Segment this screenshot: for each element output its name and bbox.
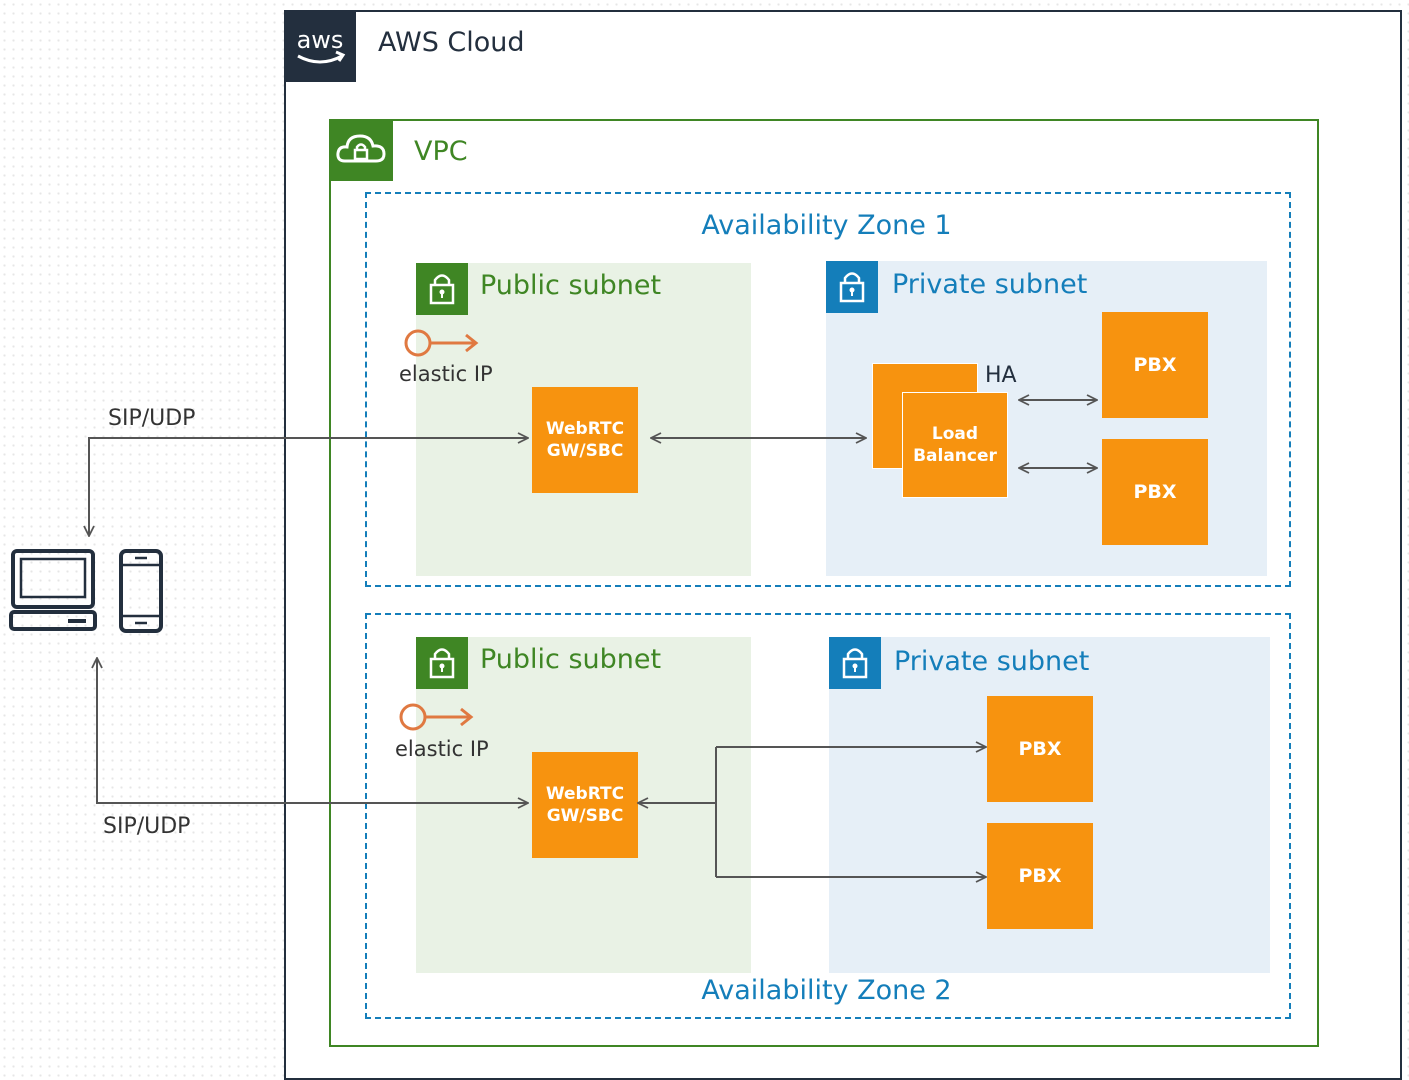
load-balancer-1: Load Balancer: [902, 392, 1008, 498]
private-subnet-1-title: Private subnet: [892, 269, 1088, 300]
private-subnet-lock-icon: [829, 637, 881, 689]
mobile-phone-icon: [118, 548, 164, 634]
public-subnet-1-title: Public subnet: [480, 270, 662, 301]
aws-cloud-title: AWS Cloud: [378, 27, 525, 58]
sip-udp-label: SIP/UDP: [108, 406, 196, 431]
public-subnet-lock-icon: [416, 263, 468, 315]
aws-logo-text: aws: [297, 26, 344, 54]
vpc-cloud-lock-icon: [329, 119, 393, 181]
private-subnet-lock-icon: [826, 261, 878, 313]
vpc-group: [329, 119, 1319, 1047]
laptop-icon: [8, 548, 98, 634]
availability-zone-2-title: Availability Zone 2: [701, 975, 952, 1006]
aws-logo-icon: aws: [284, 10, 356, 82]
vpc-title: VPC: [414, 136, 468, 167]
sip-connection-az1: [89, 438, 528, 536]
availability-zone-2: [365, 613, 1291, 1019]
pbx-server: PBX: [1102, 312, 1208, 418]
elastic-ip-label: elastic IP: [399, 362, 493, 386]
pbx-server: PBX: [1102, 439, 1208, 545]
ha-label: HA: [985, 363, 1017, 388]
sip-connection-az2: [97, 658, 528, 803]
pbx-server: PBX: [987, 823, 1093, 929]
sip-udp-label: SIP/UDP: [103, 814, 191, 839]
private-subnet-2-title: Private subnet: [894, 646, 1090, 677]
webrtc-gateway-1: WebRTC GW/SBC: [532, 387, 638, 493]
pbx-server: PBX: [987, 696, 1093, 802]
availability-zone-1: [365, 192, 1291, 587]
elastic-ip-icon: [402, 326, 482, 360]
availability-zone-1-title: Availability Zone 1: [701, 210, 952, 241]
webrtc-gateway-2: WebRTC GW/SBC: [532, 752, 638, 858]
